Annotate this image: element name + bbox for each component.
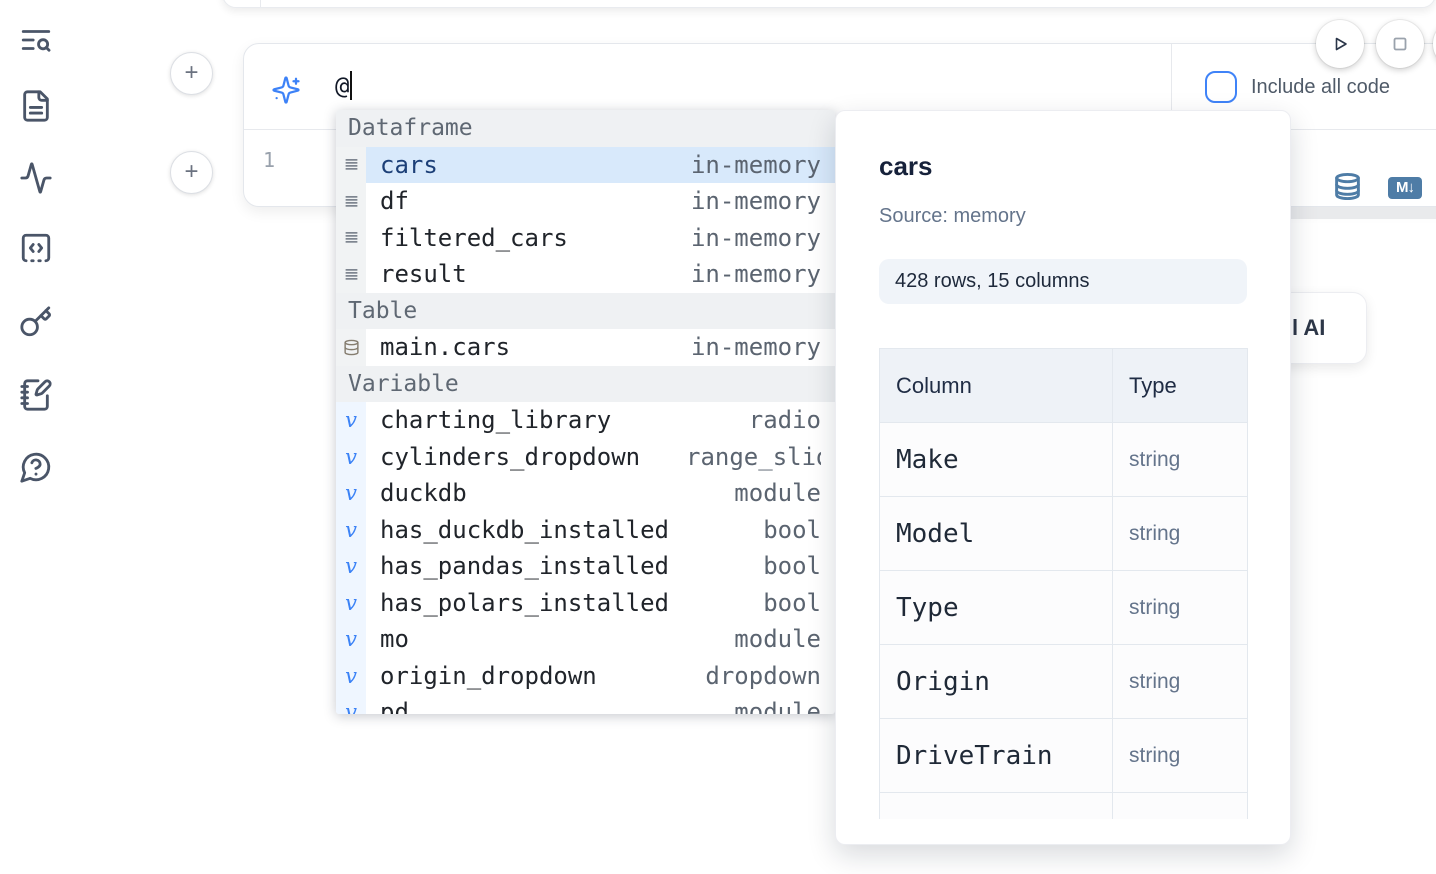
ai-prompt-value: @ bbox=[335, 72, 350, 100]
stop-icon bbox=[1393, 37, 1407, 51]
help-chat-icon[interactable] bbox=[19, 450, 53, 484]
variable-icon: v bbox=[336, 475, 366, 512]
preview-source: Source: memory bbox=[879, 205, 1026, 227]
include-all-code-label[interactable]: Include all code bbox=[1251, 75, 1390, 98]
database-icon bbox=[336, 329, 366, 366]
code-snippet-icon[interactable] bbox=[19, 231, 53, 265]
key-icon[interactable] bbox=[19, 305, 53, 339]
variable-icon: v bbox=[336, 548, 366, 585]
completion-section-variable: Variable bbox=[336, 365, 835, 402]
dataframe-icon bbox=[336, 146, 366, 183]
ai-prompt-input[interactable]: @ bbox=[335, 70, 353, 100]
variable-icon: v bbox=[336, 657, 366, 694]
gutter-divider bbox=[260, 0, 261, 7]
variable-icon: v bbox=[336, 621, 366, 658]
dataframe-icon bbox=[336, 256, 366, 293]
preview-title: cars bbox=[879, 151, 933, 181]
text-caret bbox=[350, 70, 353, 100]
preview-shape-badge: 428 rows, 15 columns bbox=[879, 259, 1247, 304]
add-cell-above-button[interactable]: + bbox=[170, 52, 213, 95]
variable-icon: v bbox=[336, 694, 366, 714]
variable-icon: v bbox=[336, 402, 366, 439]
play-icon bbox=[1335, 37, 1347, 51]
more-actions-button[interactable] bbox=[1433, 20, 1436, 68]
markdown-export-icon[interactable]: M↓ bbox=[1388, 177, 1422, 199]
include-all-code-checkbox[interactable] bbox=[1205, 71, 1237, 103]
dataframe-icon bbox=[336, 219, 366, 256]
file-document-icon[interactable] bbox=[19, 89, 53, 123]
variable-icon: v bbox=[336, 584, 366, 621]
stop-button[interactable] bbox=[1376, 20, 1424, 68]
notebook-pen-icon[interactable] bbox=[19, 378, 53, 412]
include-all-code-zone: Include all code bbox=[1171, 44, 1436, 130]
variable-icon: v bbox=[336, 438, 366, 475]
add-cell-below-button[interactable]: + bbox=[170, 151, 213, 194]
dataframe-icon bbox=[336, 183, 366, 220]
preview-table-partial-row bbox=[880, 793, 1247, 819]
dataframe-preview-panel: cars Source: memory 428 rows, 15 columns… bbox=[835, 110, 1291, 845]
sparkles-ai-icon bbox=[271, 75, 301, 105]
text-search-icon[interactable] bbox=[19, 23, 53, 57]
activity-icon[interactable] bbox=[19, 161, 53, 195]
line-number: 1 bbox=[262, 148, 276, 172]
run-cell-button[interactable] bbox=[1316, 20, 1364, 68]
completion-section-table: Table bbox=[336, 292, 835, 329]
ai-button-label: l AI bbox=[1292, 315, 1326, 340]
datasource-database-icon[interactable] bbox=[1333, 172, 1362, 201]
variable-icon: v bbox=[336, 511, 366, 548]
previous-cell-edge bbox=[222, 0, 1436, 8]
completion-section-dataframe: Dataframe bbox=[336, 110, 835, 147]
